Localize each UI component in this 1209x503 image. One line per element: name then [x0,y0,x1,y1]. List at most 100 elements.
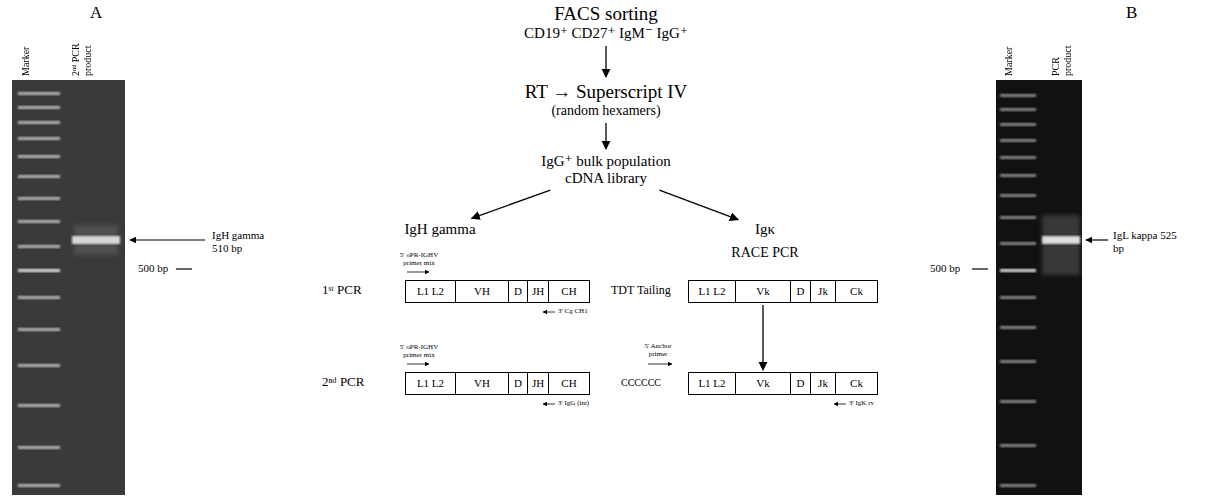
gel-band [1000,94,1036,97]
step-title: IgH gamma [393,221,487,238]
segment-label: D [797,377,805,390]
gel-band [1000,139,1036,142]
gene-segment: L1 L2 [688,372,736,395]
segment-label: Vk [756,377,769,390]
method-label: RACE PCR [715,245,815,261]
primer-arrow [407,364,429,365]
segment-label: L1 L2 [417,377,444,390]
step-title: Igκ [743,221,787,238]
gel-band [1000,444,1036,447]
segment-label: D [514,377,522,390]
gel-band [1000,194,1036,197]
gel-band [18,121,60,124]
gel-band [1000,216,1036,219]
segment-label: Ck [850,285,863,298]
gene-segment: L1 L2 [688,280,736,303]
segment-label: Ck [850,377,863,390]
gel-band [74,225,118,255]
lane-label: Marker [1003,18,1015,76]
gel-band [18,106,60,109]
flow-step: FACS sortingCD19⁺ CD27⁺ IgM⁻ IgG⁺ [481,1,731,44]
gene-segment: JH [527,280,549,303]
gel-band [18,155,60,158]
panel-letter: A [90,3,102,23]
gel-band [1000,123,1036,126]
step-label: 2ⁿᵈ PCR [322,375,364,390]
band-pointer [1086,239,1108,240]
gene-segment: L1 L2 [405,280,456,303]
segment-label: JH [532,377,544,390]
gene-segment: D [790,372,811,395]
gene-segment: VH [455,280,509,303]
gel-band [18,296,60,299]
gel-band [18,137,60,140]
gel-band [18,364,60,367]
gel-band [18,92,60,95]
gel-band [18,269,60,272]
segment-label: L1 L2 [698,285,725,298]
gel-band [1000,242,1036,245]
segment-label: D [514,285,522,298]
step-label: TDT Tailing [611,284,671,298]
gene-segment: Vk [735,280,791,303]
flow-arrow [472,190,551,218]
gel-band [18,197,60,200]
segment-label: CH [561,285,576,298]
primer-arrow [648,364,672,365]
flow-arrow [605,46,606,77]
segment-label: VH [474,285,490,298]
step-detail: (random hexamers) [484,103,728,119]
flow-step: Igκ [740,219,790,240]
gel-band [18,328,60,331]
gel-band [1000,484,1036,487]
gene-segment: CH [548,280,590,303]
gel-band [1000,326,1036,329]
gel-band [1000,400,1036,403]
flow-step: IgH gamma [390,219,490,240]
gel-band [1000,108,1036,111]
flow-arrow [762,305,763,370]
size-label: 500 bp [930,262,960,275]
gel-band [1042,215,1080,275]
panel-letter: B [1126,3,1137,23]
band-label: IgH gamma 510 bp [212,229,274,254]
gene-segment: L1 L2 [405,372,456,395]
size-tick [176,268,192,269]
gel-band [1000,360,1036,363]
lane-label: PCR product [1050,28,1073,76]
lane-label: Marker [20,18,32,76]
step-title: RT → Superscript IV [484,81,728,103]
gene-segment: Jk [810,280,836,303]
flow-step: IgG⁺ bulk population cDNA library [528,151,684,190]
tail-label: CCCCCC [621,377,661,389]
primer-label: 5' Anchor primer [636,342,680,358]
gel-band [18,446,60,449]
primer-arrow [407,272,429,273]
step-title: IgG⁺ bulk population cDNA library [531,153,681,188]
gel-band [18,220,60,223]
segment-label: L1 L2 [417,285,444,298]
gel-band [1000,174,1036,177]
gel-band [1000,156,1036,159]
flow-arrow [605,123,606,149]
band-pointer [130,239,205,240]
gel-band [18,484,60,487]
gel-image [996,80,1082,495]
primer-arrow [543,404,555,405]
gel-image [12,80,125,495]
size-tick [972,268,988,269]
gene-segment: D [508,280,528,303]
primer-label: 3' IgG (int) [558,399,589,407]
lane-label: 2ⁿᵈ PCR product [70,28,93,76]
segment-label: CH [561,377,576,390]
step-label: 1ˢᵗ PCR [322,283,362,298]
primer-label: 3' Cg CH1 [558,307,588,315]
gene-segment: Vk [735,372,791,395]
primer-label: 5' oPR-IGHV primer mix [393,251,445,267]
gene-segment: CH [548,372,590,395]
size-label: 500 bp [138,262,168,275]
primer-label: 5' oPR-IGHV primer mix [393,343,445,359]
flow-step: RT → Superscript IV(random hexamers) [481,79,731,121]
gel-band [1000,269,1036,272]
